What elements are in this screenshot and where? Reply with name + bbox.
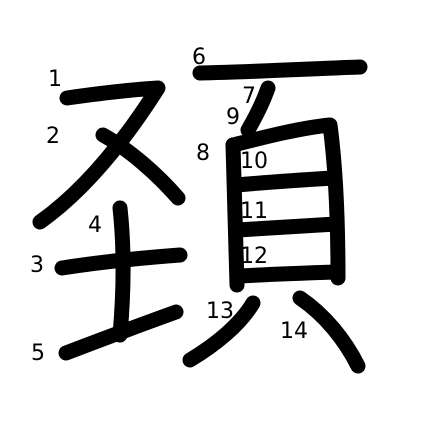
stroke-11 <box>230 216 344 238</box>
stroke-number-10: 10 <box>240 149 268 174</box>
stroke-8 <box>225 137 245 293</box>
stroke-2 <box>95 127 186 206</box>
stroke-13 <box>182 295 261 368</box>
stroke-number-12: 12 <box>240 244 268 269</box>
stroke-number-14: 14 <box>280 319 308 344</box>
stroke-1 <box>32 80 166 230</box>
stroke-4 <box>112 200 131 343</box>
stroke-7 <box>240 80 276 138</box>
stroke-number-8: 8 <box>196 141 210 166</box>
stroke-number-7: 7 <box>242 84 256 109</box>
stroke-number-1: 1 <box>48 67 62 92</box>
stroke-number-4: 4 <box>88 213 102 238</box>
stroke-number-5: 5 <box>31 341 45 366</box>
stroke-5 <box>58 304 184 361</box>
stroke-number-6: 6 <box>192 45 206 70</box>
stroke-12 <box>232 264 344 284</box>
stroke-number-3: 3 <box>30 253 44 278</box>
stroke-number-9: 9 <box>226 105 240 130</box>
stroke-number-13: 13 <box>206 299 234 324</box>
stroke-6 <box>192 59 368 81</box>
stroke-14 <box>292 290 366 374</box>
stroke-number-2: 2 <box>46 124 60 149</box>
stroke-number-11: 11 <box>240 199 268 224</box>
stroke-9 <box>225 117 346 286</box>
stroke-10 <box>229 170 341 193</box>
